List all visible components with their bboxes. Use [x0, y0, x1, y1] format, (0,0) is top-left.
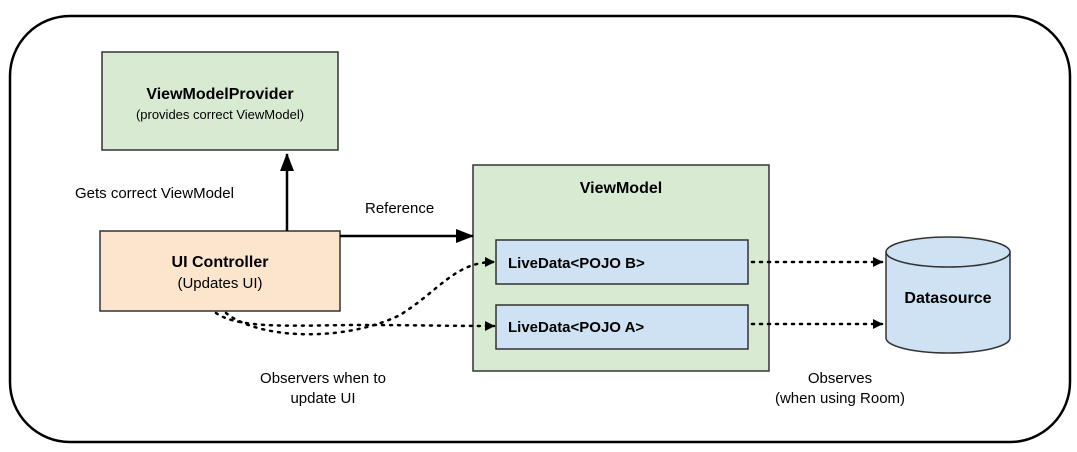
ui-controller-node: UI Controller (Updates UI)	[99, 230, 341, 312]
edge-label-observers-line1: Observers when to	[260, 370, 386, 387]
livedata-b-label: LiveData<POJO B>	[508, 255, 645, 272]
edge-label-reference: Reference	[365, 200, 434, 217]
viewmodelprovider-subtitle: (provides correct ViewModel)	[136, 107, 304, 122]
livedata-a-label: LiveData<POJO A>	[508, 319, 644, 336]
edge-observe-livedata-b	[224, 257, 496, 336]
ui-controller-title: UI Controller	[172, 254, 269, 271]
ui-controller-subtitle: (Updates UI)	[177, 275, 262, 292]
livedata-b-node: LiveData<POJO B>	[495, 239, 749, 285]
datasource-label: Datasource	[904, 290, 991, 307]
viewmodel-title: ViewModel	[580, 180, 662, 197]
edge-label-observers-line2: update UI	[290, 390, 355, 407]
datasource-node: Datasource	[885, 236, 1011, 354]
edge-observe-livedata-a	[214, 311, 496, 331]
edge-label-gets-viewmodel: Gets correct ViewModel	[75, 185, 234, 202]
viewmodelprovider-title: ViewModelProvider	[146, 86, 293, 103]
livedata-a-node: LiveData<POJO A>	[495, 304, 749, 350]
edge-label-observes-line1: Observes	[808, 370, 872, 387]
viewmodelprovider-node: ViewModelProvider (provides correct View…	[101, 51, 339, 151]
edge-label-observes-line2: (when using Room)	[775, 390, 905, 407]
